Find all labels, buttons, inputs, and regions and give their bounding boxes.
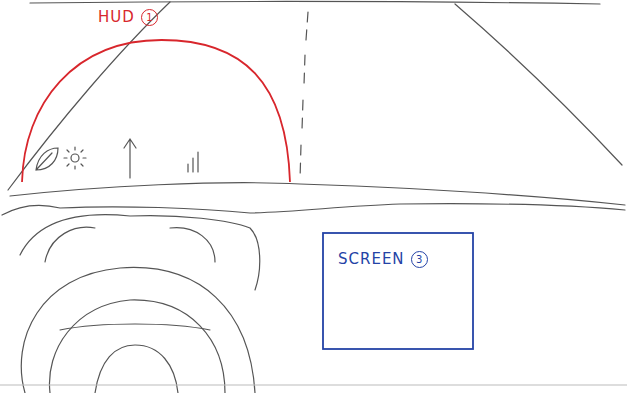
gauge-right	[170, 228, 215, 262]
steering-wheel-hub	[95, 345, 178, 393]
screen-outline	[322, 232, 474, 350]
steering-wheel-rim	[21, 267, 255, 393]
callout-number: 3	[411, 251, 428, 268]
dashboard-top	[10, 183, 625, 205]
hud-area: HUD1	[20, 38, 292, 184]
label-row: HUD 1	[98, 8, 158, 26]
part-name: SCREEN	[338, 250, 405, 268]
cluster-hood	[20, 215, 260, 290]
dashboard-edge	[2, 204, 625, 215]
windshield-top	[30, 2, 600, 4]
part-name: HUD	[98, 8, 135, 26]
steering-wheel-spoke	[60, 324, 210, 330]
steering-wheel-inner	[49, 300, 225, 393]
light-icon	[71, 154, 79, 162]
eco-leaf-icon	[36, 148, 58, 170]
hud-outline	[20, 38, 292, 184]
hud-icons	[36, 139, 198, 178]
signal-bars-icon	[188, 152, 198, 172]
gauge-left	[45, 227, 95, 262]
page-bottom-line	[0, 384, 627, 385]
a-pillar-right	[455, 4, 622, 165]
light-rays	[64, 147, 86, 169]
callout-number: 1	[141, 9, 158, 26]
screen-box: SCREEN 3	[322, 232, 474, 350]
label-row: SCREEN 3	[338, 250, 428, 268]
a-pillar-left	[8, 2, 170, 190]
screen-rect	[323, 233, 473, 349]
navigation-arrow-icon	[124, 139, 136, 178]
center-dashed-line	[300, 12, 308, 180]
hud-arc	[22, 40, 290, 182]
